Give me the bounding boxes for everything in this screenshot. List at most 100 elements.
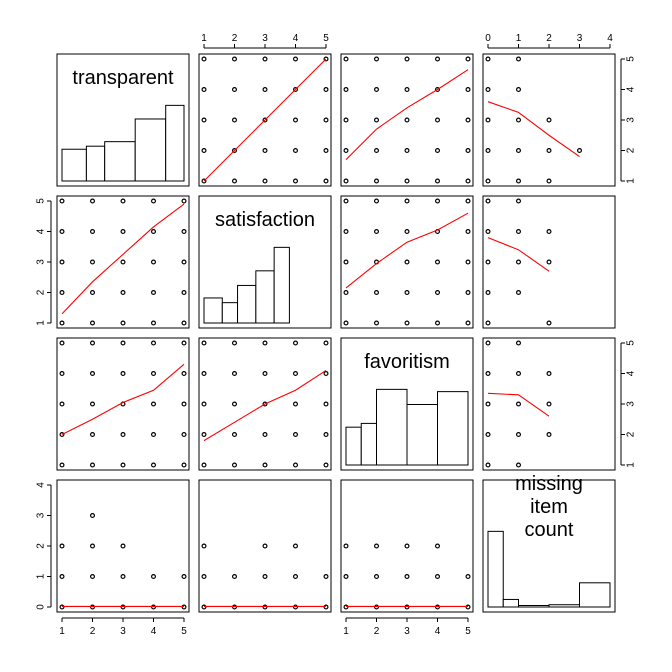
histogram-bar: [548, 604, 580, 608]
data-point: [89, 512, 95, 518]
panel-frame-r1-c1: [198, 195, 332, 329]
data-point: [201, 604, 207, 610]
data-point: [404, 259, 410, 265]
data-point: [201, 340, 207, 346]
data-point: [181, 259, 187, 265]
tick-label: 4: [626, 86, 637, 92]
data-point: [89, 320, 95, 326]
panel-frame-r1-c2: [340, 195, 474, 329]
data-point: [293, 432, 299, 438]
data-point: [151, 290, 157, 296]
histogram-bar: [502, 598, 519, 608]
data-point: [343, 148, 349, 154]
data-point: [515, 340, 521, 346]
data-point: [323, 117, 329, 123]
histogram-bar: [437, 391, 469, 466]
data-point: [89, 604, 95, 610]
data-point: [293, 573, 299, 579]
smoother-line: [61, 363, 185, 435]
data-point: [323, 56, 329, 62]
tick-label: 0: [36, 604, 47, 610]
data-point: [465, 178, 471, 184]
data-point: [343, 543, 349, 549]
histogram-bar: [221, 302, 239, 324]
data-point: [201, 371, 207, 377]
smoother-line: [203, 369, 327, 442]
data-point: [515, 198, 521, 204]
data-point: [435, 117, 441, 123]
data-point: [89, 340, 95, 346]
data-point: [262, 148, 268, 154]
tick-label: 2: [374, 626, 380, 637]
data-point: [232, 573, 238, 579]
histogram-bar: [85, 145, 106, 182]
variable-label: missing: [515, 473, 583, 495]
data-point: [404, 604, 410, 610]
data-point: [323, 178, 329, 184]
data-point: [343, 178, 349, 184]
data-point: [404, 320, 410, 326]
panel-frame-r2-c2: [340, 337, 474, 471]
data-point: [59, 259, 65, 265]
data-point: [151, 259, 157, 265]
tick-label: 5: [181, 626, 187, 637]
histogram-bar: [487, 530, 504, 608]
panel-frame-r1-c3: [482, 195, 616, 329]
tick-label: 4: [36, 228, 47, 234]
data-point: [465, 604, 471, 610]
data-point: [343, 320, 349, 326]
data-point: [201, 432, 207, 438]
panel-frame-r0-c0: [56, 53, 190, 187]
data-point: [374, 543, 380, 549]
data-point: [485, 432, 491, 438]
data-point: [89, 401, 95, 407]
data-point: [151, 573, 157, 579]
data-point: [374, 148, 380, 154]
data-point: [485, 401, 491, 407]
data-point: [485, 290, 491, 296]
data-point: [465, 148, 471, 154]
data-point: [515, 148, 521, 154]
data-point: [404, 573, 410, 579]
data-point: [151, 320, 157, 326]
data-point: [89, 543, 95, 549]
tick-label: 2: [626, 147, 637, 153]
data-point: [404, 229, 410, 235]
data-point: [343, 229, 349, 235]
data-point: [546, 259, 552, 265]
data-point: [515, 371, 521, 377]
data-point: [323, 432, 329, 438]
data-point: [435, 86, 441, 92]
tick-label: 1: [343, 626, 349, 637]
data-point: [59, 543, 65, 549]
data-point: [262, 117, 268, 123]
tick-label: 1: [36, 320, 47, 326]
histogram-bar: [61, 148, 87, 182]
data-point: [262, 86, 268, 92]
data-point: [515, 290, 521, 296]
data-point: [232, 432, 238, 438]
data-point: [181, 290, 187, 296]
data-point: [293, 148, 299, 154]
data-point: [59, 462, 65, 468]
tick-label: 5: [626, 340, 637, 346]
data-point: [374, 86, 380, 92]
data-point: [465, 86, 471, 92]
data-point: [151, 371, 157, 377]
panel-frame-r1-c0: [56, 195, 190, 329]
data-point: [515, 432, 521, 438]
data-point: [465, 56, 471, 62]
histogram-bar: [165, 104, 185, 182]
histogram-bar: [406, 403, 438, 466]
panel-frame-r2-c1: [198, 337, 332, 471]
data-point: [323, 86, 329, 92]
data-point: [546, 229, 552, 235]
data-point: [232, 178, 238, 184]
data-point: [151, 604, 157, 610]
tick-label: 5: [465, 626, 471, 637]
data-point: [374, 117, 380, 123]
data-point: [59, 320, 65, 326]
panel-frame-r2-c3: [482, 337, 616, 471]
data-point: [89, 432, 95, 438]
smoother-line: [487, 392, 550, 417]
